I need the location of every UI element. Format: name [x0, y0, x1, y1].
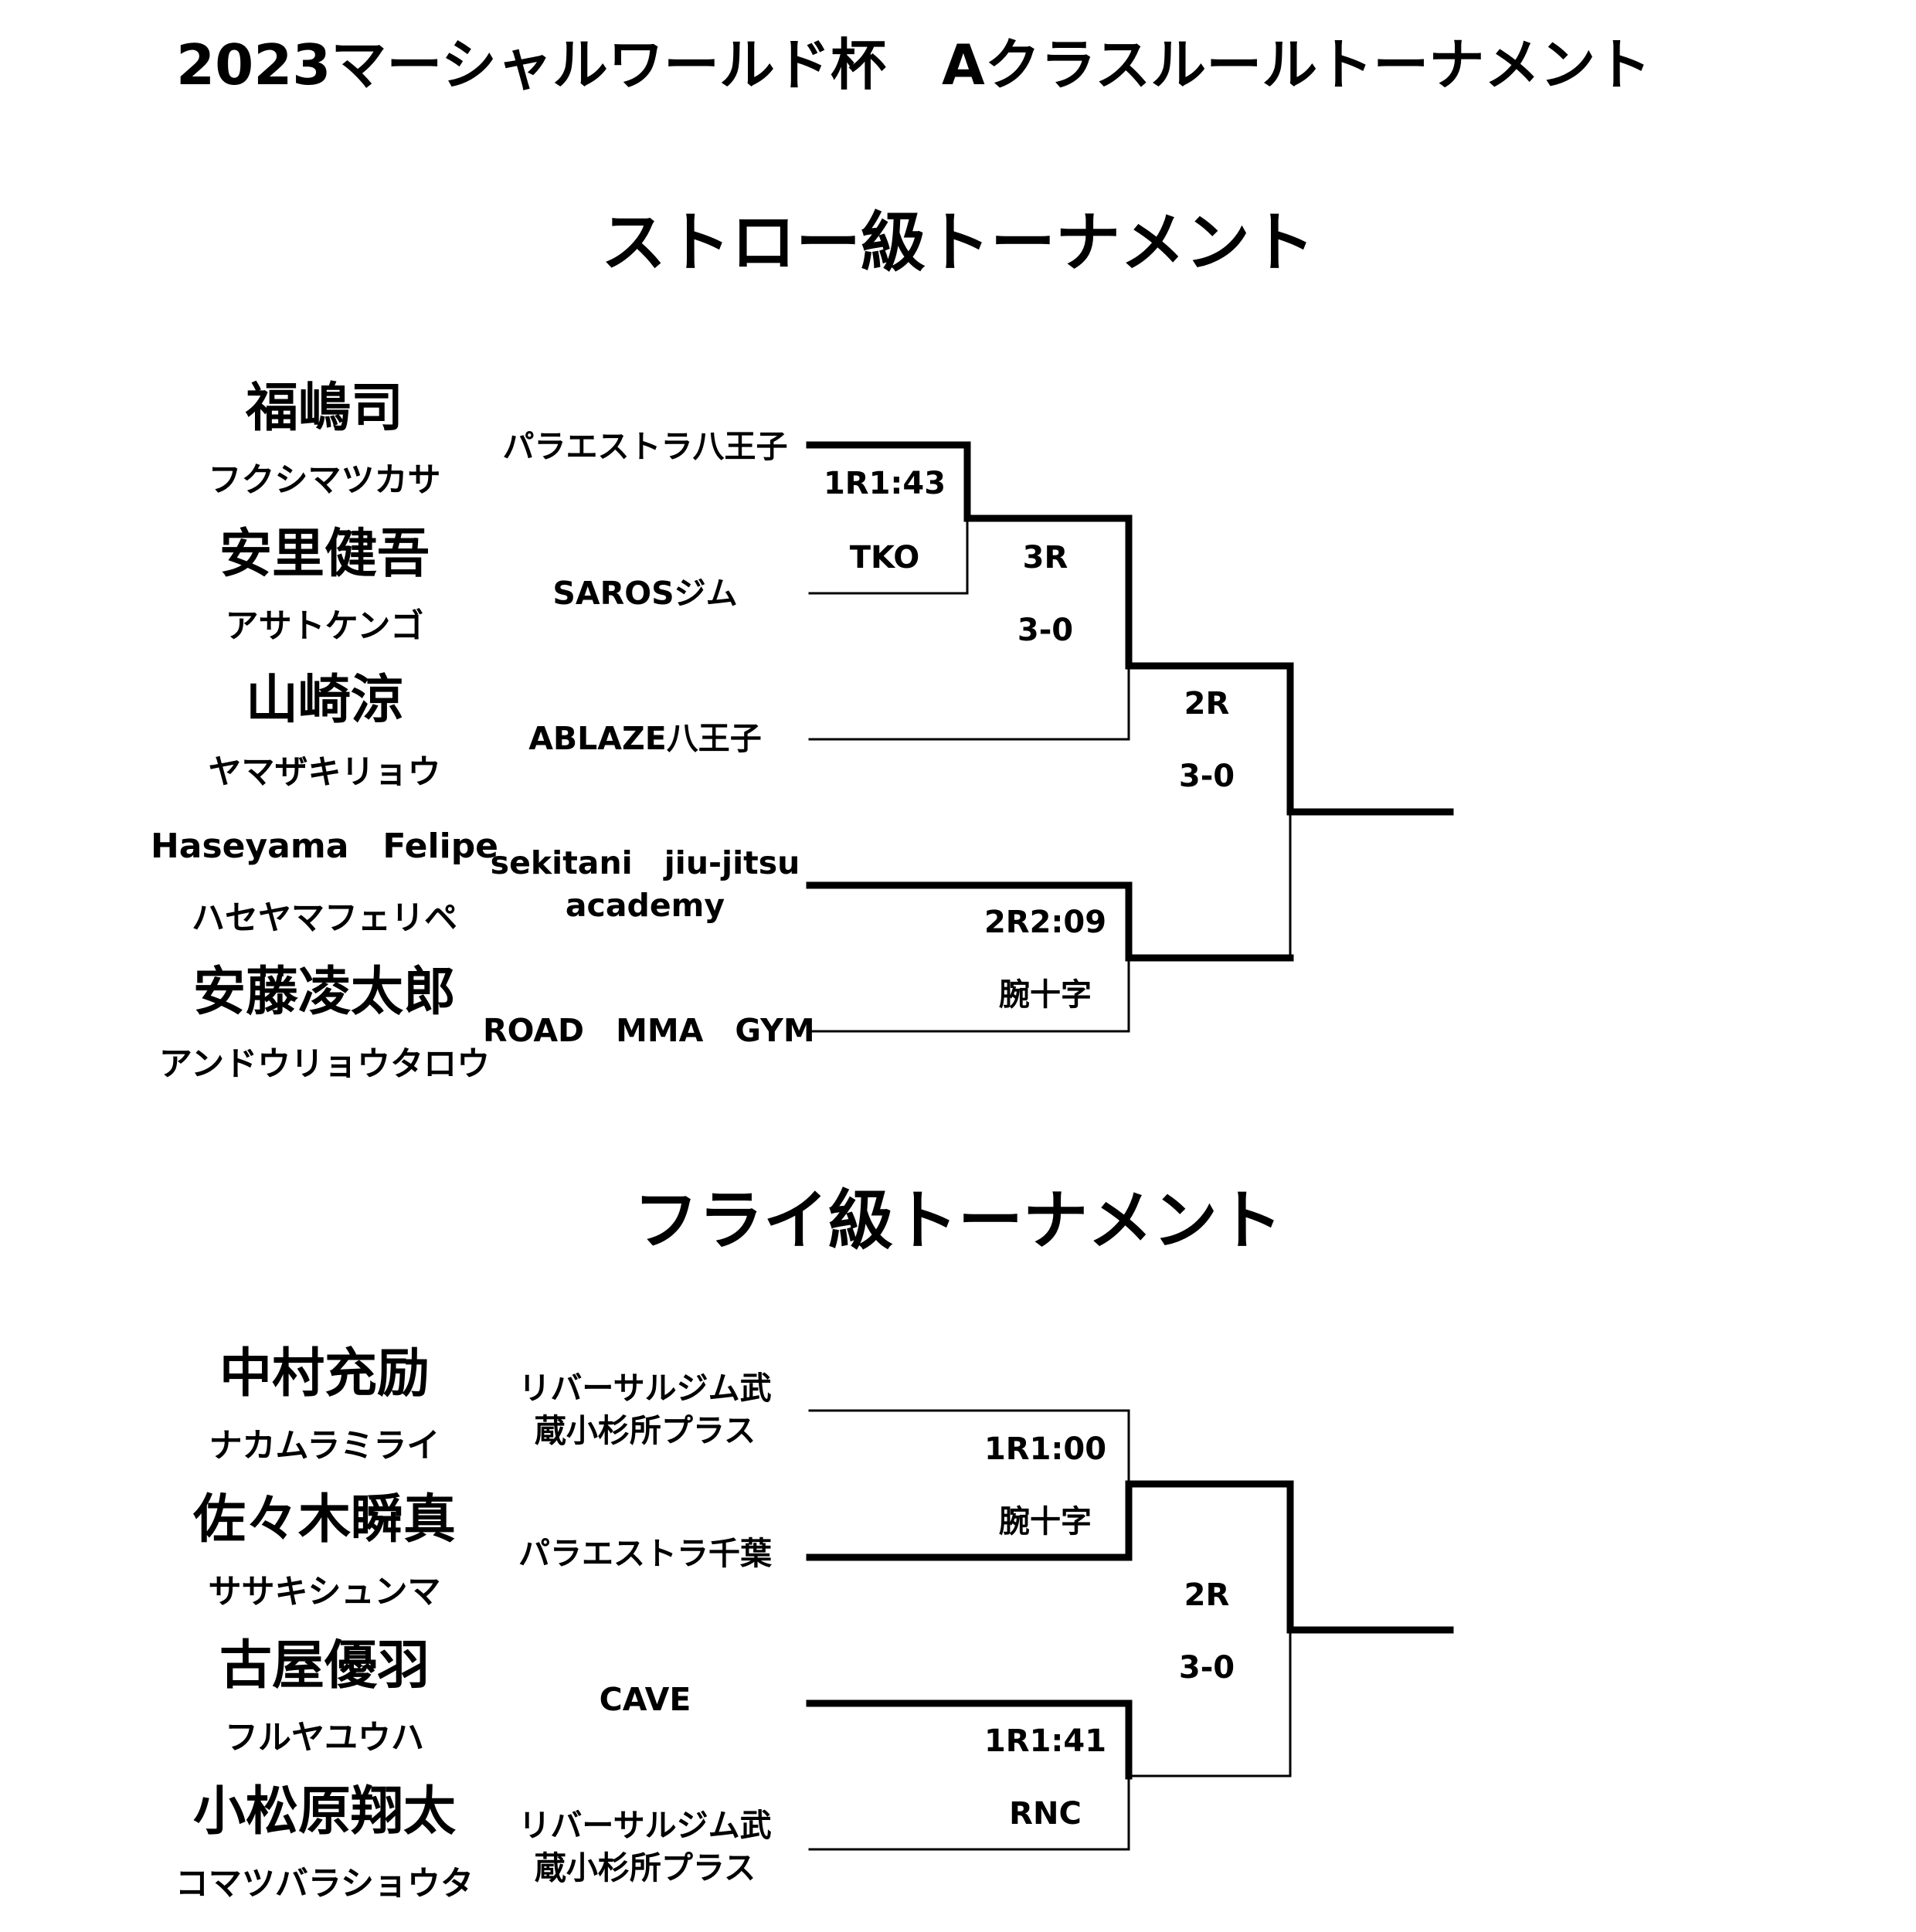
- fighter-name: 山崎涼: [245, 670, 403, 731]
- fighter-kana: アンドウリョウタロウ: [158, 1045, 491, 1084]
- bracket-line-winner: [806, 881, 1133, 962]
- fighter-name: 福嶋司: [245, 378, 403, 439]
- fighter-name: 佐々木瞬真: [192, 1489, 456, 1550]
- match-round: 2R: [1184, 1577, 1230, 1613]
- fighter-name: 中村充励: [219, 1343, 430, 1404]
- fighter-gym: sekitani jiu-jitsu academy: [490, 844, 800, 925]
- fighter-gym: SAROSジム: [552, 575, 738, 612]
- fighter-name: Haseyama Felipe: [150, 827, 499, 866]
- bracket-line-winner: [1125, 662, 1294, 816]
- match-round: 2R: [1184, 686, 1230, 722]
- fighter-name: 小松原翔太: [192, 1781, 456, 1842]
- fighter-kana: コマツバラショウタ: [175, 1865, 474, 1903]
- bracket-line: [808, 517, 969, 595]
- fighter-gym: ABLAZE八王子: [528, 720, 762, 757]
- fighter-kana: ナカムラミライ: [209, 1427, 440, 1465]
- bracket-line-winner: [963, 514, 1133, 670]
- fighter-kana: ヤマザキリョウ: [208, 753, 441, 792]
- fighter-gym: パラエストラ八王子: [502, 428, 788, 465]
- fighter-kana: アサトケンゴ: [225, 607, 424, 646]
- fighter-gym: ROAD MMA GYM: [483, 1012, 815, 1049]
- match-time: 1R1:00: [983, 1431, 1107, 1467]
- fighter-name: 安里健吾: [219, 524, 430, 585]
- match-time: 1R1:43: [823, 466, 946, 501]
- fighter-kana: フクシマツカサ: [208, 461, 441, 500]
- match-round: 3R: [1022, 540, 1068, 576]
- match-method: RNC: [1009, 1796, 1082, 1832]
- straw-section-title: ストロー級トーナメント: [600, 205, 1315, 280]
- match-score: 3-0: [1178, 1650, 1235, 1686]
- bracket-line: [1127, 1628, 1292, 1778]
- bracket-line-winner: [1125, 1480, 1294, 1634]
- page-title: 2023マーシャルワールド杯 Aクラスルールトーナメント: [176, 32, 1652, 97]
- fighter-gym: CAVE: [599, 1681, 691, 1718]
- bracket-line-winner: [806, 441, 971, 522]
- fly-section-title: フライ級トーナメント: [633, 1183, 1282, 1258]
- fighter-gym: パラエストラ千葉: [518, 1535, 772, 1572]
- bracket-line-winner: [806, 1699, 1133, 1780]
- bracket-line: [808, 1409, 1130, 1486]
- bracket-line: [808, 956, 1130, 1033]
- fighter-name: 古屋優羽: [219, 1635, 430, 1696]
- fighter-name: 安藤凌太郎: [192, 962, 456, 1023]
- match-method: 腕十字: [999, 977, 1092, 1013]
- bracket-line: [808, 1774, 1130, 1851]
- match-method: TKO: [849, 540, 920, 576]
- fighter-kana: フルヤユウハ: [225, 1719, 424, 1757]
- fighter-gym: リバーサルジム武 蔵小杉所プラス: [518, 1807, 772, 1887]
- match-method: 腕十字: [999, 1504, 1092, 1540]
- match-time: 1R1:41: [983, 1723, 1107, 1759]
- fighter-kana: ササキシュンマ: [208, 1573, 441, 1611]
- match-score: 3-0: [1017, 613, 1074, 648]
- match-time: 2R2:09: [983, 905, 1107, 940]
- bracket-line-winner: [806, 1480, 1133, 1561]
- fighter-gym: リバーサルジム武 蔵小杉所プラス: [518, 1370, 772, 1450]
- bracket-line: [808, 664, 1130, 741]
- match-score: 3-0: [1178, 759, 1235, 794]
- fighter-kana: ハセヤマフェリペ: [192, 899, 457, 938]
